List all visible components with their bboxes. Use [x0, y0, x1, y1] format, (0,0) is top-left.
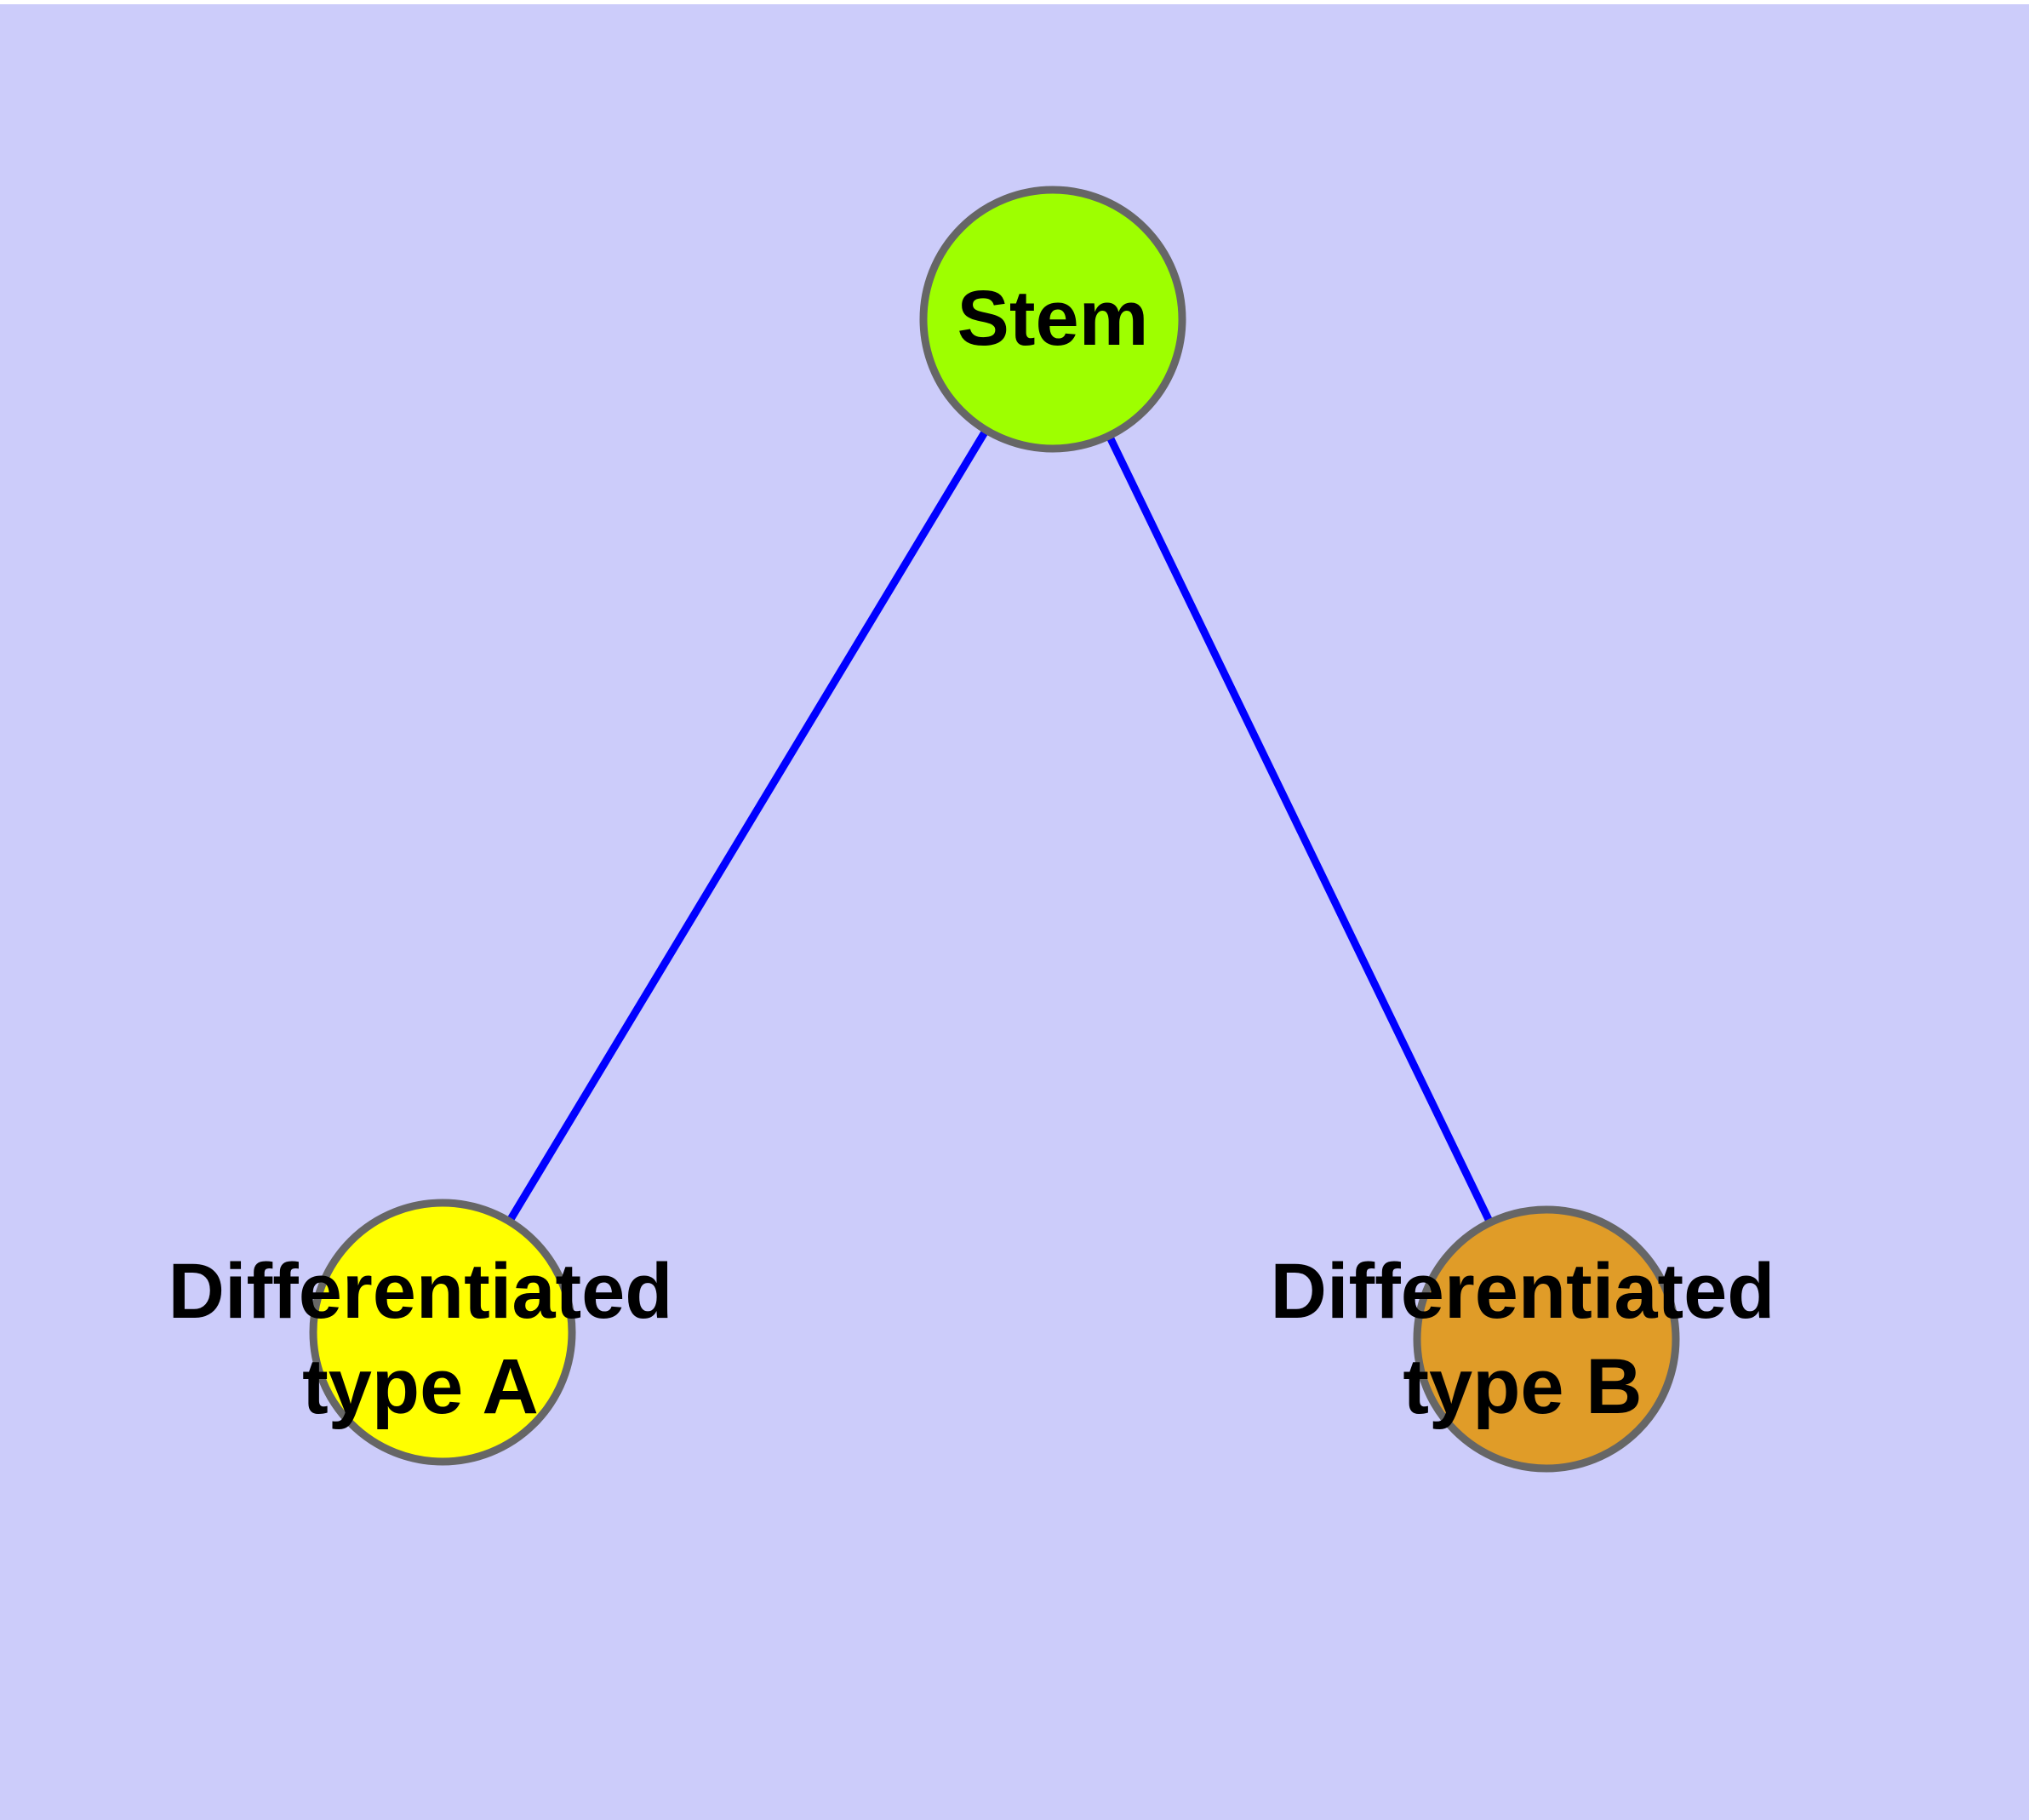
node-label-stem: Stem — [957, 275, 1149, 362]
edge-layer — [439, 317, 1551, 1341]
node-layer — [309, 186, 1680, 1473]
label-line: type B — [1403, 1343, 1642, 1430]
edge-stem-to-differentiated-type-a[interactable] — [439, 317, 1056, 1335]
node-stem[interactable] — [919, 186, 1186, 453]
edge-stem-to-differentiated-type-b[interactable] — [1049, 318, 1551, 1341]
label-line: type A — [302, 1343, 539, 1430]
label-line: Differentiated — [169, 1248, 673, 1335]
label-line: Differentiated — [1271, 1248, 1775, 1335]
label-line: Stem — [957, 275, 1149, 362]
node-differentiated-type-a[interactable] — [309, 1199, 576, 1466]
node-differentiated-type-b[interactable] — [1413, 1205, 1680, 1473]
